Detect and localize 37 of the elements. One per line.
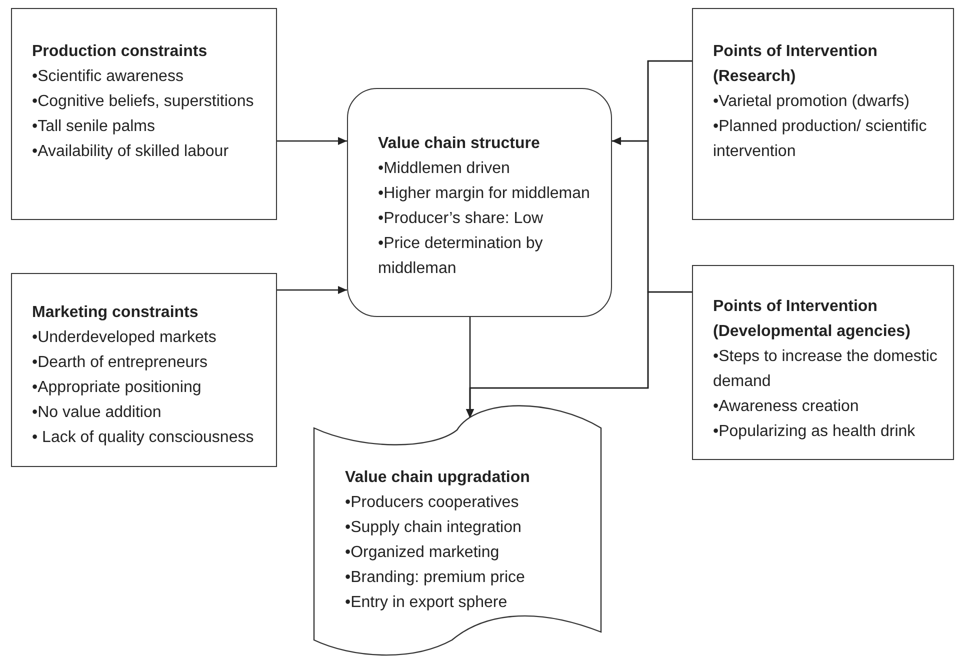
box-heading: Points of Intervention (Developmental agencies) <box>713 297 912 342</box>
list-item: •Producers cooperatives <box>345 493 520 513</box>
text-box <box>11 8 277 220</box>
list-item: •Middlemen driven <box>378 159 511 179</box>
list-item: •Popularizing as health drink <box>713 422 916 442</box>
list-item: •Varietal promotion (dwarfs) <box>713 92 910 112</box>
box-heading: Points of Intervention (Research) <box>713 42 878 87</box>
list-item: •Steps to increase the domestic demand <box>713 347 938 392</box>
list-item: •Entry in export sphere <box>345 593 508 613</box>
arrow <box>277 137 347 145</box>
text-box <box>11 273 277 467</box>
text-box <box>692 265 954 460</box>
list-item: •Producer’s share: Low <box>378 209 544 229</box>
box-heading: Value chain upgradation <box>345 468 531 488</box>
list-item: •Awareness creation <box>713 397 860 417</box>
list-item: •Cognitive beliefs, superstitions <box>32 92 255 112</box>
arrow <box>277 286 347 294</box>
list-item: •Availability of skilled labour <box>32 142 230 162</box>
list-item: •Tall senile palms <box>32 117 156 137</box>
list-item: •Organized marketing <box>345 543 500 563</box>
list-item: •Underdeveloped markets <box>32 328 218 348</box>
list-item: • Lack of quality consciousness <box>32 428 255 448</box>
list-item: •No value addition <box>32 403 162 423</box>
arrow <box>466 291 692 418</box>
list-item: •Supply chain integration <box>345 518 522 538</box>
rounded-box <box>347 88 612 317</box>
text-box <box>692 8 954 220</box>
list-item: •Higher margin for middleman <box>378 184 591 204</box>
list-item: •Price determination by middleman <box>378 234 544 279</box>
box-heading: Production constraints <box>32 42 208 62</box>
list-item: •Dearth of entrepreneurs <box>32 353 208 373</box>
list-item: •Branding: premium price <box>345 568 526 588</box>
list-item: •Planned production/ scientific intervention <box>713 117 928 162</box>
box-heading: Marketing constraints <box>32 303 200 323</box>
list-item: •Scientific awareness <box>32 67 184 87</box>
box-heading: Value chain structure <box>378 134 541 154</box>
list-item: •Appropriate positioning <box>32 378 202 398</box>
